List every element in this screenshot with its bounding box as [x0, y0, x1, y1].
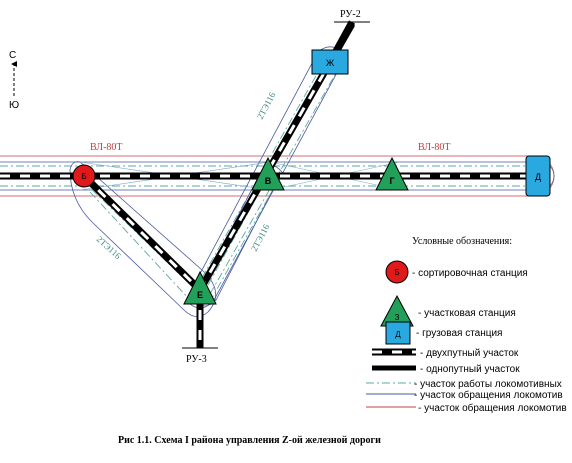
station-g-label: Г [389, 176, 394, 186]
station-zh-marker [311, 49, 349, 75]
legend: Условные обозначения: Б - сортировочная … [366, 236, 567, 414]
station-d-label: Д [535, 172, 541, 182]
ru3-label: РУ-3 [186, 354, 207, 365]
legend-section-label: - участковая станция [418, 308, 516, 319]
compass-south-label: Ю [9, 100, 19, 111]
legend-double-track-label: - двухпутный участок [420, 348, 519, 359]
station-v-label: В [265, 176, 272, 186]
stations: Б В Г Д Е Ж [72, 49, 551, 305]
legend-cargo-label: - грузовая станция [416, 328, 502, 339]
legend-section-symbol-letter: З [395, 313, 400, 322]
legend-cargo-symbol [385, 321, 411, 345]
diesel-dashdot-b-e-1 [79, 177, 199, 293]
diesel-dashdot-v-e-2 [211, 183, 277, 299]
legend-single-track-label: - однопутный участок [420, 364, 520, 375]
diesel-zone-b-e-outline [69, 161, 216, 317]
station-v: В [251, 156, 285, 191]
compass-north-label: С [9, 50, 16, 61]
ru2-label: РУ-2 [340, 9, 361, 20]
legend-sort-symbol-letter: Б [394, 268, 399, 277]
compass: С Ю [9, 50, 19, 111]
border-marks: РУ-2 РУ-3 [182, 9, 370, 365]
station-e: Е [183, 270, 217, 305]
legend-loco-work-label: - участок работы локомотивных [414, 378, 562, 390]
station-b: Б [72, 164, 96, 188]
station-b-marker [72, 164, 96, 188]
electric-loco-label-left: ВЛ-80Т [90, 142, 123, 153]
diesel-loco-label-top: 2ТЭ116 [255, 90, 278, 121]
station-v-marker [251, 156, 285, 191]
legend-sort-label: - сортировочная станция [412, 268, 528, 279]
legend-cargo-symbol-letter: Д [395, 330, 401, 339]
station-zh: Ж [311, 49, 349, 75]
figure-caption: Рис 1.1. Схема I района управления Z-ой … [118, 435, 381, 446]
station-g-marker [375, 156, 409, 191]
legend-sort-symbol [385, 260, 409, 284]
legend-title: Условные обозначения: [412, 236, 512, 247]
station-d: Д [525, 155, 551, 197]
station-e-label: Е [197, 290, 203, 300]
legend-loco-circ-1-label: - участок обращения локомотив [414, 389, 563, 401]
diagonal-b-e-stripes [82, 174, 202, 292]
legend-loco-circ-2-label: - участок обращения локомотив [418, 402, 567, 414]
station-b-label: Б [81, 172, 86, 181]
station-d-marker [525, 155, 551, 197]
station-e-marker [183, 270, 217, 305]
station-zh-label: Ж [326, 58, 335, 68]
station-g: Г [375, 156, 409, 191]
electric-loco-label-right: ВЛ-80Т [418, 142, 451, 153]
